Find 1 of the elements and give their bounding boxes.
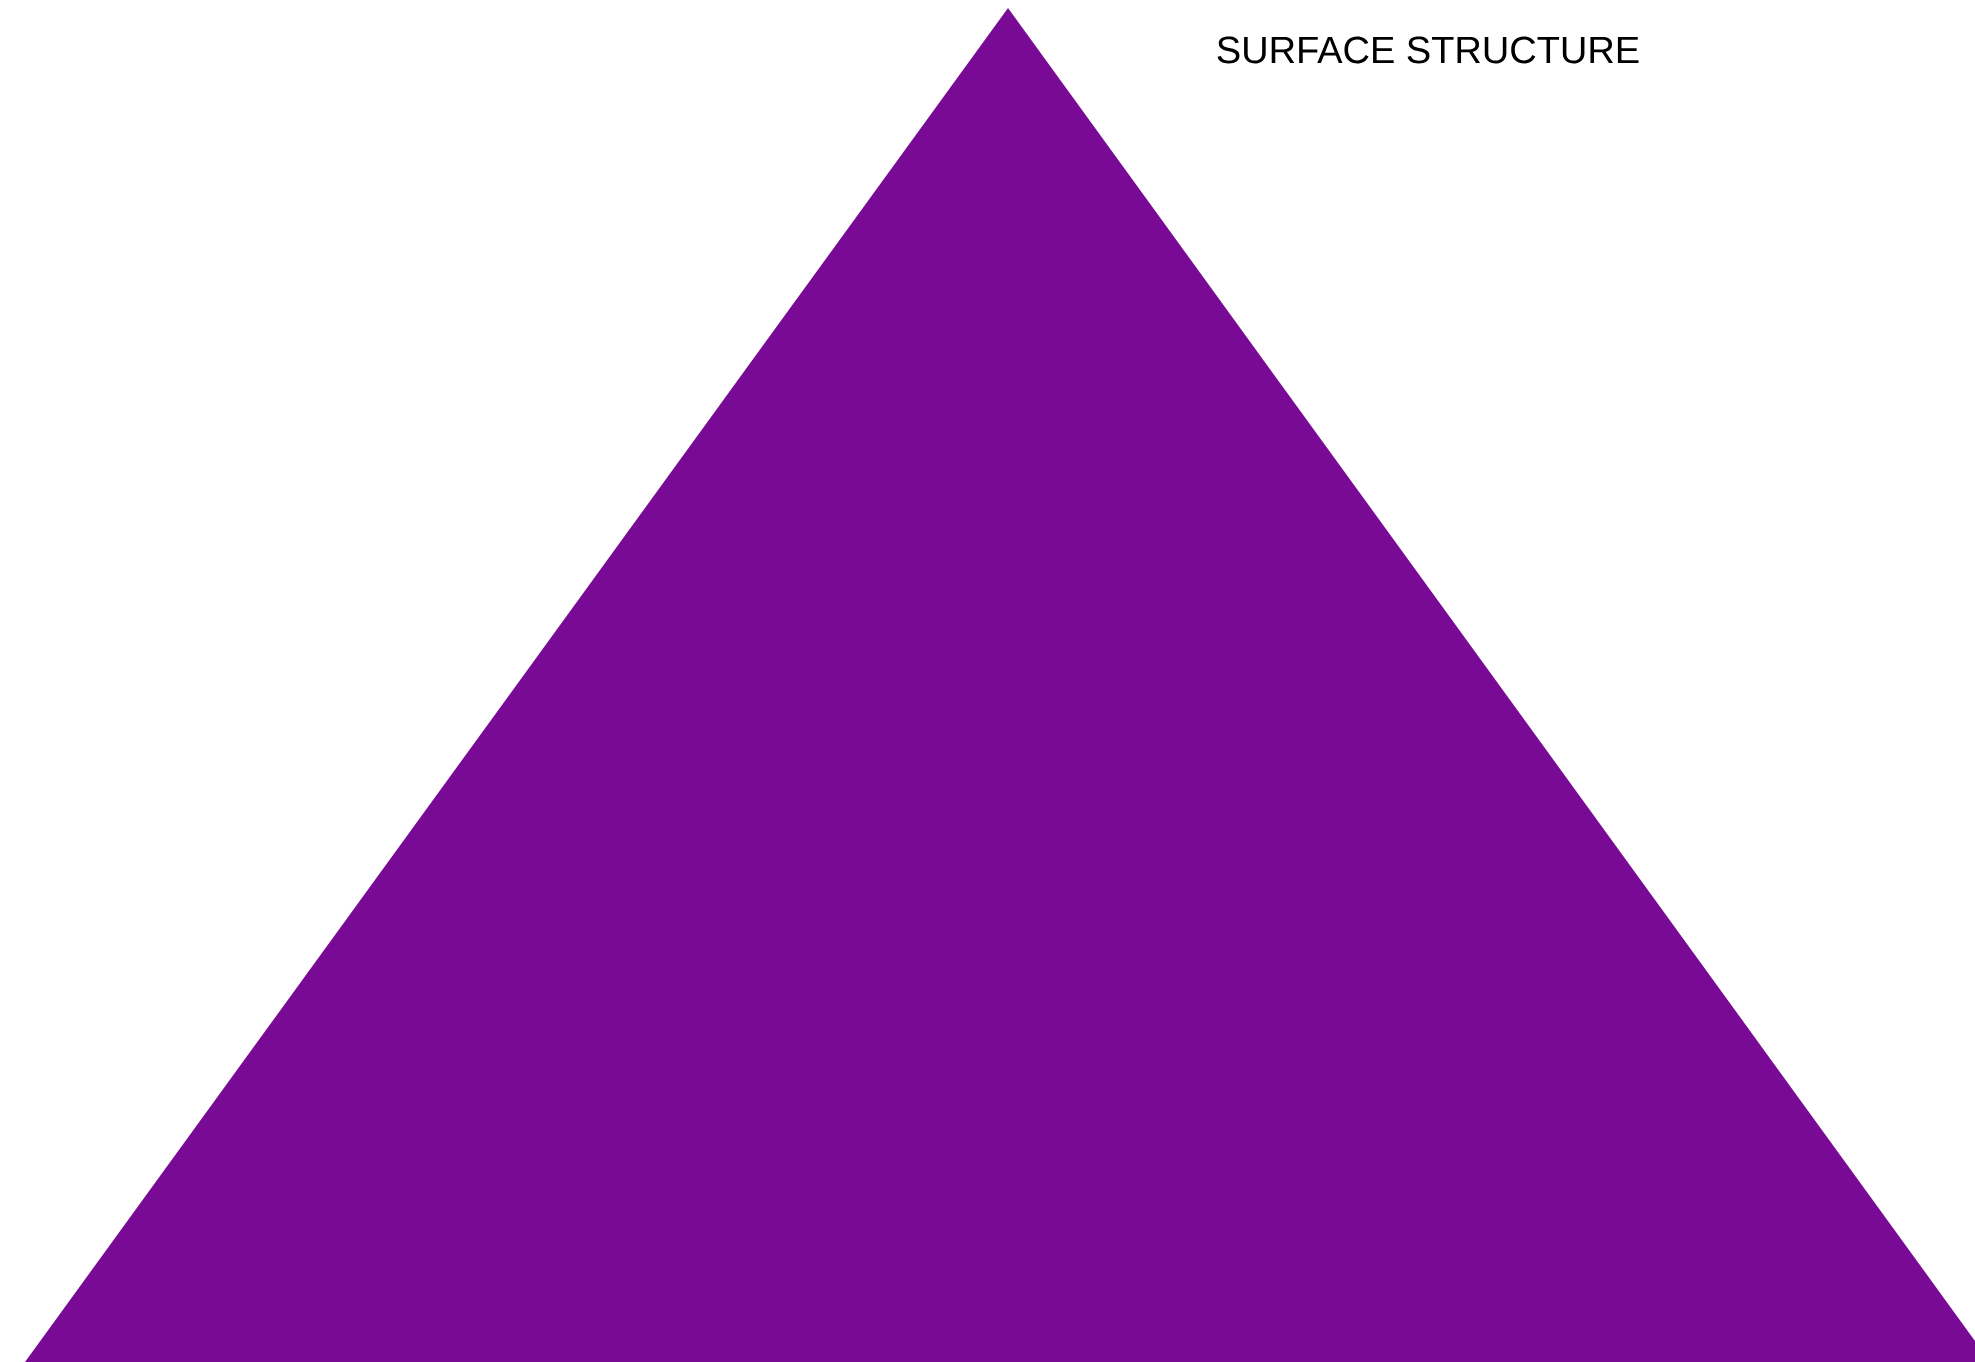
- heading: SURFACE STRUCTURE: [1217, 36, 1639, 64]
